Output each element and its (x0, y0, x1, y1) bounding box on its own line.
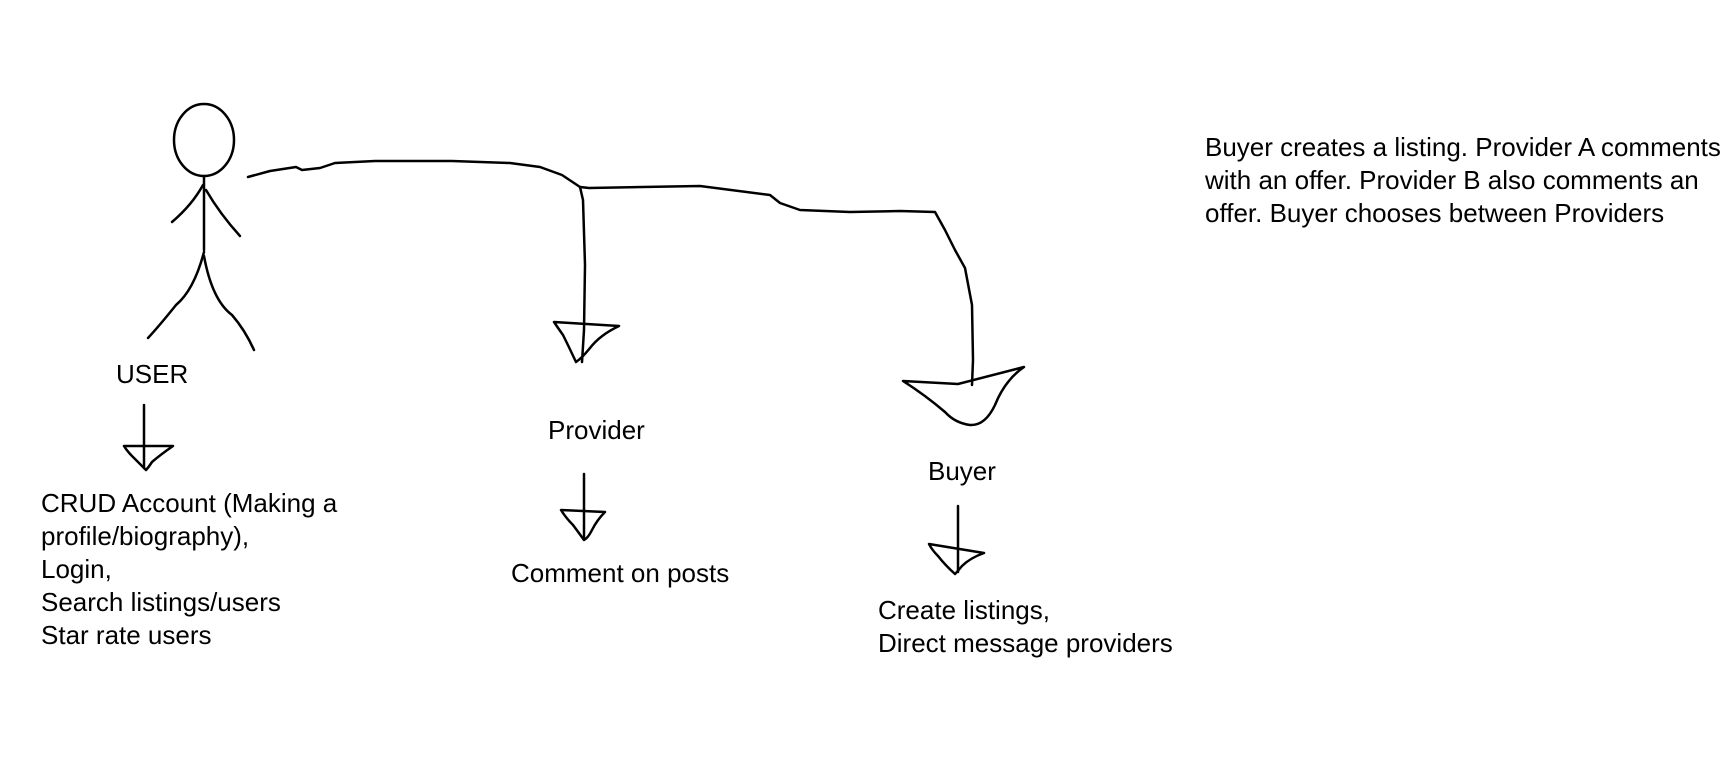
stick-figure-left-leg (146, 250, 206, 340)
buyer-capabilities: Create listings, Direct message provider… (878, 594, 1173, 660)
stick-figure-right-arm (204, 188, 242, 238)
provider-capability: Comment on posts (511, 558, 730, 588)
provider-capabilities-arrow-head-icon (559, 508, 607, 542)
stick-figure-left-arm (170, 183, 205, 224)
provider-capabilities: Comment on posts (511, 557, 729, 590)
user-capability: profile/biography), (41, 521, 250, 551)
buyer-capabilities-arrow-head-icon (927, 542, 986, 576)
user-capability: Login, (41, 554, 112, 584)
scenario-description: Buyer creates a listing. Provider A comm… (1205, 132, 1721, 228)
user-capabilities-arrow-head-icon (122, 444, 175, 472)
user-label: USER (116, 359, 189, 389)
buyer-arrow-head-icon (901, 365, 1026, 427)
user-capability: Star rate users (41, 620, 212, 650)
stick-figure-icon (146, 102, 256, 352)
user-capability: Search listings/users (41, 587, 281, 617)
provider-label: Provider (548, 415, 645, 445)
stick-figure-head (172, 102, 236, 178)
provider-link-line (578, 184, 975, 387)
buyer-capability: Direct message providers (878, 628, 1173, 658)
buyer-capability: Create listings, (878, 595, 1050, 625)
generalization-connector (246, 159, 582, 189)
provider-arrow-head-icon (552, 320, 621, 364)
buyer-label: Buyer (928, 456, 996, 486)
stick-figure-right-leg (202, 254, 256, 352)
user-capabilities: CRUD Account (Making a profile/biography… (41, 487, 337, 652)
provider-branch-line (578, 185, 587, 364)
user-capability: CRUD Account (Making a (41, 488, 338, 518)
